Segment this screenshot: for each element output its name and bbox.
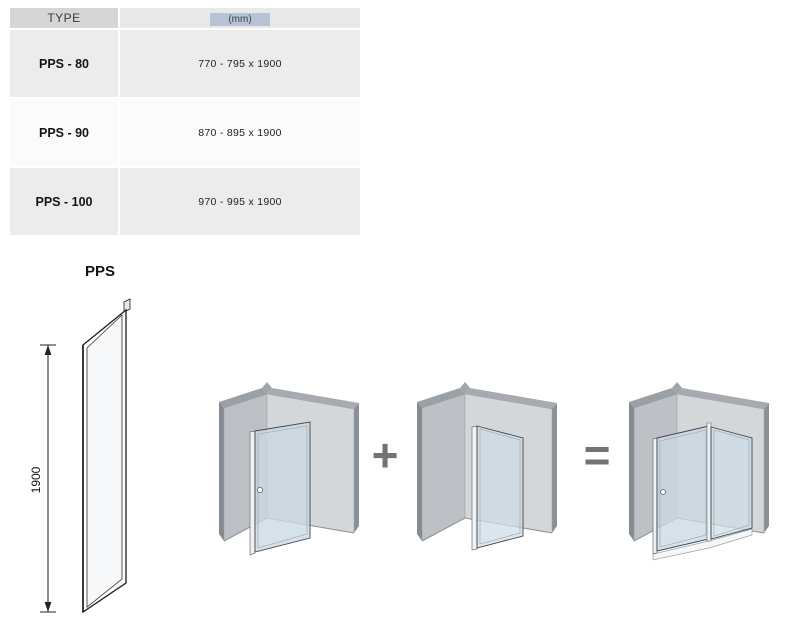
panel-inner-frame: [479, 428, 521, 545]
top-wall-profile: [123, 298, 131, 313]
left-wall-edge: [417, 402, 422, 541]
door-inner-frame: [659, 429, 707, 548]
door-handle: [660, 489, 666, 495]
door-wall-profile: [249, 430, 256, 556]
corner-top: [460, 382, 470, 394]
pivot-door: [249, 421, 311, 556]
height-dimension: 1900: [29, 344, 56, 613]
table-row: PPS - 90 870 - 895 x 1900: [8, 97, 362, 168]
table-header-unit: (mm): [118, 6, 362, 30]
corner-top: [262, 382, 272, 394]
arrow-up-icon: [44, 345, 52, 355]
door-glass: [656, 425, 710, 552]
left-wall-face: [421, 393, 466, 542]
size-cell: 870 - 895 x 1900: [118, 97, 362, 168]
right-wall-edge: [354, 403, 359, 533]
panel-wall-profile: [471, 425, 478, 551]
type-cell: PPS - 90: [8, 97, 120, 168]
fixed-panel-outline: [82, 298, 131, 614]
right-wall-edge: [552, 403, 557, 533]
table-row: PPS - 100 970 - 995 x 1900: [8, 166, 362, 237]
corner-top: [672, 382, 682, 394]
table-header-row: TYPE (mm): [8, 6, 362, 30]
size-cell: 970 - 995 x 1900: [118, 166, 362, 237]
panel-glass: [476, 425, 524, 549]
walls-with-side-panel-illustration: [417, 382, 557, 551]
side-panel-drawing: 1900: [29, 298, 131, 614]
drawing-title: PPS: [84, 263, 115, 280]
table-row: PPS - 80 770 - 795 x 1900: [8, 28, 362, 99]
corner-profile: [706, 422, 712, 542]
fixed-side-panel: [471, 425, 524, 551]
equals-sign: =: [583, 429, 611, 481]
left-wall-top: [629, 388, 677, 408]
size-cell: 770 - 795 x 1900: [118, 28, 362, 99]
right-wall-top: [677, 388, 769, 409]
type-cell: PPS - 80: [8, 28, 120, 99]
arrow-down-icon: [44, 602, 52, 612]
left-wall-edge: [219, 402, 224, 541]
plus-sign: +: [371, 429, 399, 481]
door-glass: [254, 421, 311, 553]
complete-enclosure-illustration: [629, 382, 769, 561]
left-wall-top: [219, 388, 267, 408]
height-dimension-label: 1900: [29, 466, 43, 493]
side-panel-inner-frame: [713, 429, 750, 537]
left-wall-edge: [629, 402, 634, 541]
door-handle: [257, 487, 263, 493]
right-wall-top: [465, 388, 557, 409]
unit-selection-highlight: (mm): [210, 12, 270, 26]
side-panel-glass: [710, 426, 753, 540]
panel-glass: [86, 314, 123, 608]
door-wall-profile: [652, 437, 658, 555]
walls-with-door-illustration: [219, 382, 359, 556]
complete-enclosure: [652, 422, 753, 561]
table-header-type: TYPE: [8, 6, 120, 30]
right-wall-edge: [764, 403, 769, 533]
type-cell: PPS - 100: [8, 166, 120, 237]
door-inner-frame: [257, 425, 308, 549]
spec-table: TYPE (mm) PPS - 80 770 - 795 x 1900 PPS …: [8, 6, 362, 237]
right-wall-top: [267, 388, 359, 409]
left-wall-top: [417, 388, 465, 408]
